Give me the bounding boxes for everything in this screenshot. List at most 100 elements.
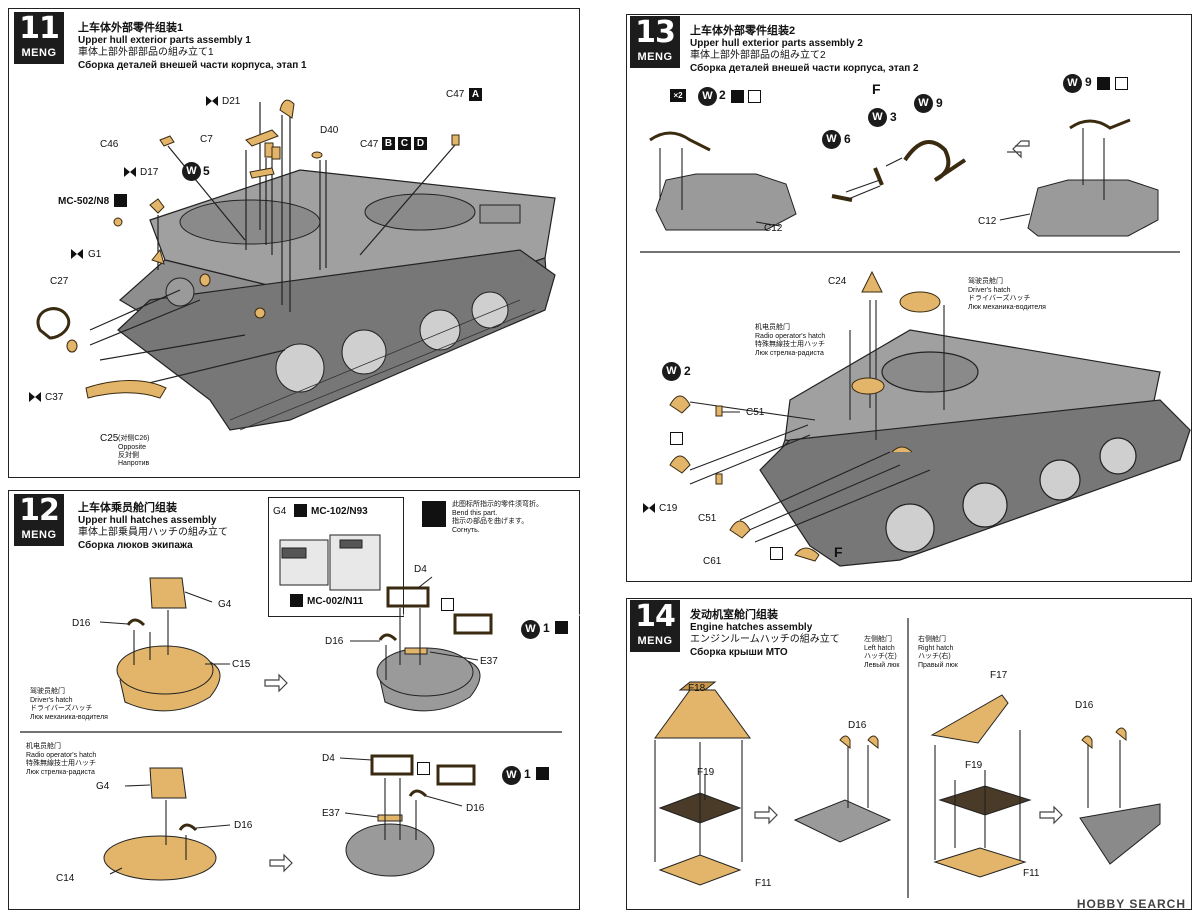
part-label: F11 bbox=[755, 878, 772, 889]
title-zh: 上车体外部零件组装1 bbox=[78, 22, 184, 34]
title-zh: 上车体外部零件组装2 bbox=[690, 25, 796, 37]
label-zh: 右侧舱门 bbox=[918, 636, 946, 643]
part-label: D40 bbox=[320, 125, 339, 136]
part-label: MC-502/N8 bbox=[58, 196, 110, 207]
bend-note: 此图标所指示的零件须弯折。 Bend this part. 指示の部品を曲げます… bbox=[452, 501, 543, 535]
label-zh: 机电员舱门 bbox=[755, 324, 790, 331]
cement-icon bbox=[70, 248, 84, 260]
drivers-hatch-label: 驾驶员舱门 Driver's hatch ドライバーズハッチ Люк механ… bbox=[968, 278, 1046, 312]
glue-count: 6 bbox=[844, 132, 851, 146]
part-label: C24 bbox=[828, 276, 847, 287]
part-label: G1 bbox=[88, 249, 102, 260]
title-zh: 发动机室舱门组装 bbox=[690, 609, 778, 621]
cement-icon bbox=[123, 166, 137, 178]
cement-icon bbox=[642, 502, 656, 514]
part-note: 反対側 bbox=[118, 452, 139, 459]
title-en: Upper hull exterior parts assembly 1 bbox=[78, 34, 251, 46]
bend-small-icon bbox=[555, 621, 568, 634]
part-label: C47 bbox=[446, 89, 465, 100]
label-ru: Левый люк bbox=[864, 661, 900, 669]
brand-logo: MENG bbox=[21, 47, 57, 59]
part-label: C46 bbox=[100, 139, 119, 150]
part-label: C15 bbox=[232, 659, 251, 670]
glue-icon: W bbox=[662, 362, 681, 381]
variant-box: B bbox=[382, 137, 395, 150]
step-14-title: 发动机室舱门组装 Engine hatches assembly エンジンルーム… bbox=[690, 609, 840, 659]
decal-label: MC-002/N11 bbox=[307, 596, 364, 607]
step-12-title: 上车体乘员舱门组装 Upper hull hatches assembly 車体… bbox=[78, 502, 228, 552]
label-zh: 左侧舱门 bbox=[864, 636, 892, 643]
title-ja: エンジンルームハッチの組み立て bbox=[690, 634, 840, 645]
label-zh: 机电员舱门 bbox=[26, 743, 61, 750]
step-number: 14 bbox=[635, 599, 676, 634]
glue-count: 2 bbox=[684, 364, 691, 378]
part-label: C51 bbox=[746, 407, 765, 418]
part-label: C14 bbox=[56, 873, 75, 884]
step-13-badge: 13 MENG bbox=[630, 16, 680, 68]
label-en: Driver's hatch bbox=[968, 286, 1011, 294]
part-label: C37 bbox=[45, 392, 64, 403]
part-label: F17 bbox=[990, 670, 1008, 681]
right-hatch-label: 右侧舱门 Right hatch ハッチ(右) Правый люк bbox=[918, 636, 958, 670]
label-en: Left hatch bbox=[864, 644, 895, 652]
label-zh: 驾驶员舱门 bbox=[30, 688, 65, 695]
glue-icon: W bbox=[822, 130, 841, 149]
step-number: 11 bbox=[19, 11, 60, 46]
part-label: F19 bbox=[697, 767, 715, 778]
part-label: D16 bbox=[1075, 700, 1094, 711]
hull-drawing bbox=[117, 169, 556, 431]
part-label: F18 bbox=[688, 683, 706, 694]
step-12-badge: 12 MENG bbox=[14, 494, 64, 546]
part-label: F11 bbox=[1023, 868, 1040, 879]
glue-icon: W bbox=[502, 766, 521, 785]
brand-logo: MENG bbox=[637, 51, 673, 63]
variant-box: C bbox=[398, 137, 411, 150]
part-label: C25 bbox=[100, 433, 119, 444]
left-hatch-label: 左侧舱门 Left hatch ハッチ(左) Левый люк bbox=[864, 636, 900, 670]
step-13-title: 上车体外部零件组装2 Upper hull exterior parts ass… bbox=[690, 25, 919, 75]
title-ja: 車体上部外部部品の組み立て2 bbox=[690, 50, 826, 61]
part-label: F19 bbox=[965, 760, 983, 771]
decal-icon bbox=[294, 504, 307, 517]
glue-count: 9 bbox=[1085, 75, 1092, 89]
bend-small-icon bbox=[1097, 77, 1110, 90]
part-label: E37 bbox=[322, 808, 340, 819]
part-label: C51 bbox=[698, 513, 717, 524]
bend-note-ru: Согнуть. bbox=[452, 526, 480, 534]
brand-logo: MENG bbox=[637, 635, 673, 647]
label-ja: ハッチ(右) bbox=[918, 653, 951, 660]
glue-count: 3 bbox=[890, 110, 897, 124]
variant-box: A bbox=[469, 88, 482, 101]
glue-count: 9 bbox=[936, 96, 943, 110]
cement-icon bbox=[28, 391, 42, 403]
label-zh: 驾驶员舱门 bbox=[968, 278, 1003, 285]
part-label: D16 bbox=[848, 720, 867, 731]
glue-count: 2 bbox=[719, 88, 726, 102]
variant-letter: F bbox=[834, 544, 843, 560]
bend-small-icon bbox=[670, 432, 683, 445]
variant-letter: F bbox=[872, 81, 881, 97]
label-ru: Люк механика-водителя bbox=[968, 303, 1046, 311]
title-ru: Сборка деталей внешей части корпуса, эта… bbox=[78, 59, 307, 71]
bend-small-icon bbox=[441, 598, 454, 611]
decal-icon bbox=[114, 194, 127, 207]
part-label: C19 bbox=[659, 503, 678, 514]
part-label: C47 bbox=[360, 139, 379, 150]
quantity-badge: ×2 bbox=[670, 89, 686, 102]
label-ru: Правый люк bbox=[918, 661, 958, 669]
title-ru: Сборка люков экипажа bbox=[78, 539, 193, 551]
glue-icon: W bbox=[698, 87, 717, 106]
title-en: Engine hatches assembly bbox=[690, 621, 813, 633]
label-ja: 特殊無線技士用ハッチ bbox=[26, 760, 96, 767]
part-note: Напротив bbox=[118, 460, 150, 467]
part-label: D16 bbox=[72, 618, 91, 629]
label-ru: Люк механика-водителя bbox=[30, 713, 108, 721]
decal-label: MC-102/N93 bbox=[311, 506, 368, 517]
glue-icon: W bbox=[521, 620, 540, 639]
part-label: G4 bbox=[218, 599, 232, 610]
variant-box: D bbox=[414, 137, 427, 150]
bend-icon bbox=[422, 501, 446, 527]
